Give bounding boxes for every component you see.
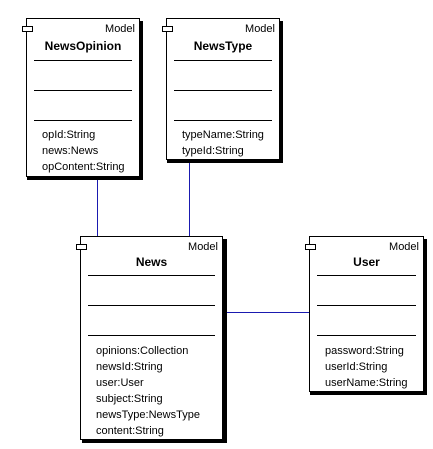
compartment-divider [174, 90, 272, 91]
compartment-divider [34, 90, 132, 91]
class-stereotype: Model [389, 241, 419, 253]
compartment-divider [88, 335, 215, 336]
attribute: content:String [96, 425, 164, 437]
association-newsopinion-news [97, 176, 98, 238]
attribute: newsType:NewsType [96, 409, 200, 421]
attribute: opinions:Collection [96, 345, 189, 357]
attribute: news:News [42, 145, 99, 157]
attribute: newsId:String [96, 361, 163, 373]
attribute: opContent:String [42, 161, 125, 173]
attribute: user:User [96, 377, 144, 389]
attribute: opId:String [42, 129, 96, 141]
compartment-divider [317, 305, 416, 306]
class-box: Model News opinions:Collection newsId:St… [80, 236, 223, 440]
class-tab-icon [305, 244, 316, 250]
attribute: userName:String [325, 377, 408, 389]
class-newsopinion[interactable]: Model NewsOpinion opId:String news:News … [22, 18, 143, 180]
compartment-divider [34, 120, 132, 121]
compartment-divider [317, 275, 416, 276]
class-box: Model NewsType typeName:String typeId:St… [166, 18, 280, 160]
compartment-divider [317, 335, 416, 336]
class-name: NewsOpinion [44, 39, 122, 53]
class-stereotype: Model [245, 23, 275, 35]
attribute: subject:String [96, 393, 163, 405]
association-news-user [223, 312, 309, 313]
class-name: NewsType [193, 39, 253, 53]
class-stereotype: Model [188, 241, 218, 253]
class-tab-icon [22, 26, 33, 32]
class-stereotype: Model [105, 23, 135, 35]
class-news[interactable]: Model News opinions:Collection newsId:St… [76, 236, 227, 443]
compartment-divider [88, 305, 215, 306]
class-newstype[interactable]: Model NewsType typeName:String typeId:St… [162, 18, 283, 163]
attribute: userId:String [325, 361, 388, 373]
association-newstype-news [189, 160, 190, 238]
attribute: typeId:String [182, 145, 244, 157]
attribute: typeName:String [182, 129, 264, 141]
attribute: password:String [325, 345, 404, 357]
class-name: User [353, 255, 380, 269]
class-box: Model User password:String userId:String… [309, 236, 424, 392]
class-tab-icon [76, 244, 87, 250]
class-user[interactable]: Model User password:String userId:String… [305, 236, 427, 395]
class-name: News [135, 255, 168, 269]
class-tab-icon [162, 26, 173, 32]
compartment-divider [34, 60, 132, 61]
class-box: Model NewsOpinion opId:String news:News … [26, 18, 140, 177]
compartment-divider [174, 120, 272, 121]
compartment-divider [174, 60, 272, 61]
compartment-divider [88, 275, 215, 276]
